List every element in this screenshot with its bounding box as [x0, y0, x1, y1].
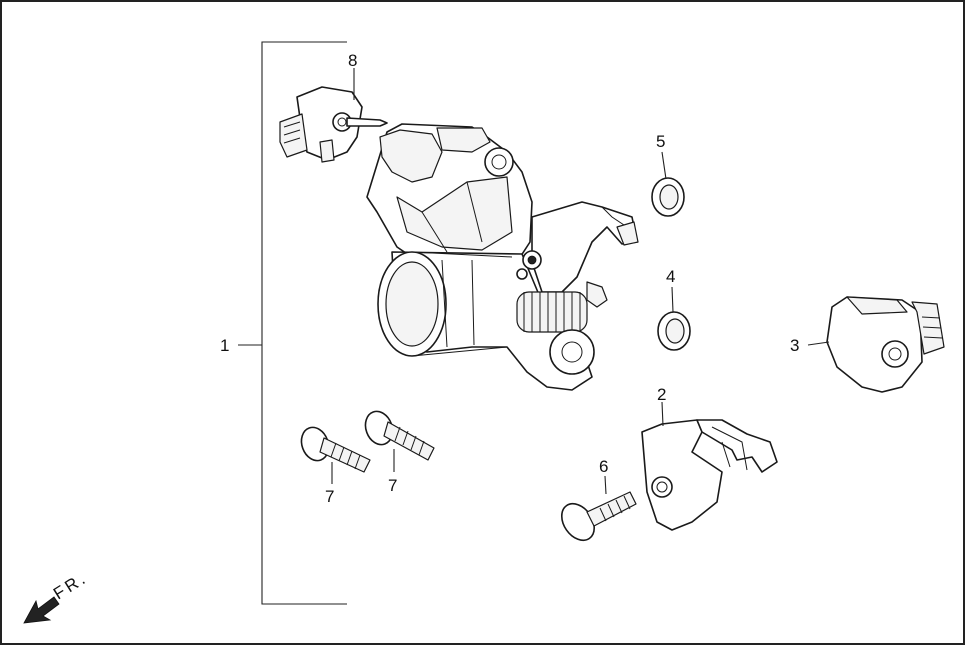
seal-ring-part-5	[651, 151, 685, 217]
callout-1: 1	[220, 336, 229, 355]
sensor-part-8	[279, 68, 388, 163]
front-label: FR.	[50, 568, 91, 603]
seal-ring-part-4	[657, 286, 691, 351]
screw-part-6	[560, 475, 637, 542]
callout-4: 4	[666, 267, 675, 286]
sensor-part-3	[807, 296, 945, 393]
assembly-bracket	[238, 41, 347, 605]
callout-6: 6	[599, 457, 608, 476]
callout-2: 2	[657, 385, 666, 404]
return-spring	[516, 291, 588, 333]
callout-7a: 7	[325, 487, 334, 506]
mounting-bracket-part-2	[641, 401, 778, 531]
callout-7b: 7	[388, 476, 397, 495]
screw-part-7b	[364, 410, 435, 472]
callout-5: 5	[656, 132, 665, 151]
callout-3: 3	[790, 336, 799, 355]
callout-8: 8	[348, 51, 357, 70]
front-direction-indicator: FR.	[23, 568, 91, 624]
screw-part-7a	[300, 426, 371, 484]
front-arrow-icon	[23, 596, 60, 624]
throttle-body-part	[366, 123, 639, 391]
